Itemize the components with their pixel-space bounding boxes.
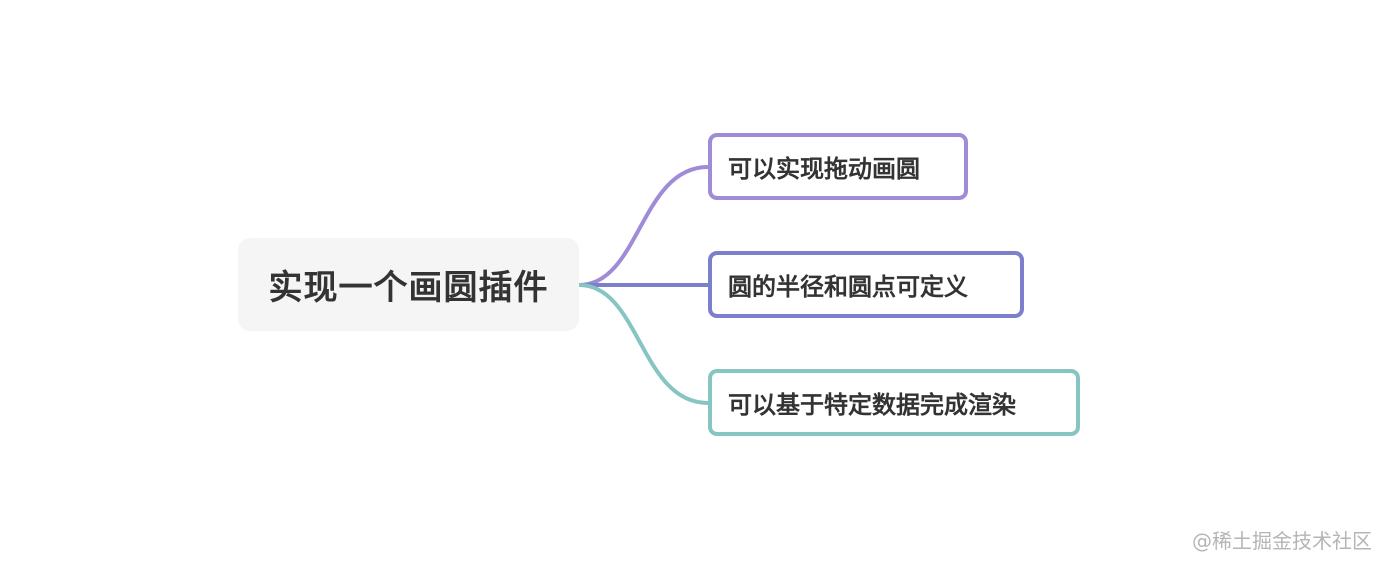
connector-line-0 — [578, 165, 709, 287]
branch-topic-label-0: 可以实现拖动画圆 — [728, 155, 920, 183]
watermark-text: @稀土掘金技术社区 — [1192, 529, 1372, 553]
branch-topic-node-0[interactable]: 可以实现拖动画圆 — [708, 133, 968, 200]
connector-line-2 — [578, 283, 709, 405]
branch-topic-node-1[interactable]: 圆的半径和圆点可定义 — [708, 251, 1024, 318]
branch-topic-node-2[interactable]: 可以基于特定数据完成渲染 — [708, 369, 1080, 436]
branch-topic-label-1: 圆的半径和圆点可定义 — [728, 273, 968, 301]
branch-topic-label-2: 可以基于特定数据完成渲染 — [728, 391, 1016, 419]
root-topic-label: 实现一个画圆插件 — [268, 268, 549, 308]
root-topic-node[interactable]: 实现一个画圆插件 — [238, 238, 579, 331]
